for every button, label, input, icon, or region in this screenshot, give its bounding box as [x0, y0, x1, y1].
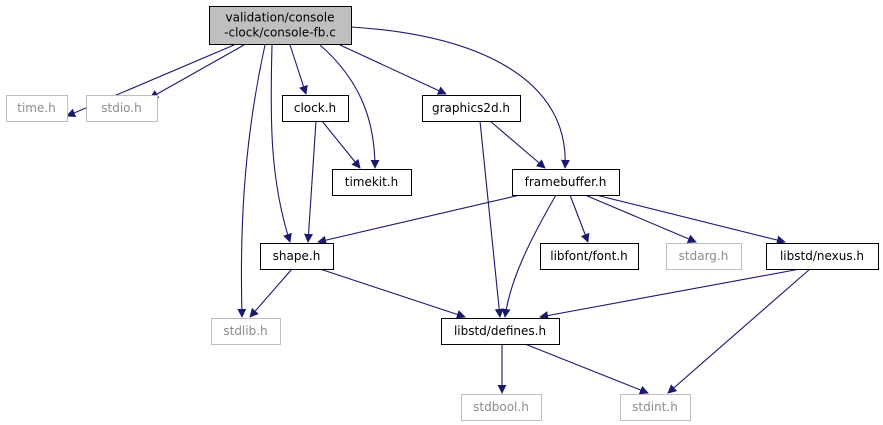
edge-path: [319, 268, 466, 319]
node-box: [422, 95, 521, 122]
node-box: [6, 95, 68, 122]
node-box: [211, 318, 281, 345]
node-box: [86, 95, 158, 122]
edge-path: [249, 268, 293, 318]
edge-path: [339, 44, 447, 95]
edge-path: [584, 194, 697, 243]
edge-shape-to-defines: [319, 268, 466, 319]
edge-framebuffer-to-font: [569, 194, 590, 243]
edge-path: [321, 120, 361, 169]
node-label: shape.h: [273, 249, 321, 263]
node-box: [461, 394, 542, 421]
edge-root-to-graphics2d: [339, 44, 447, 95]
node-box: [766, 243, 879, 270]
node-root[interactable]: validation/console-clock/console-fb.c: [209, 6, 352, 45]
node-label: stdbool.h: [473, 400, 529, 414]
node-box: [512, 169, 620, 196]
edge-path: [304, 120, 317, 243]
edge-path: [595, 194, 786, 245]
node-label: framebuffer.h: [525, 175, 607, 189]
edge-nexus-to-defines: [539, 268, 801, 320]
edge-path: [479, 120, 504, 318]
edge-root-to-framebuffer: [350, 26, 570, 169]
edge-path: [317, 194, 521, 245]
edge-path: [350, 26, 570, 169]
edge-path: [270, 44, 292, 243]
edge-defines-to-stdint: [524, 343, 649, 395]
node-label: libfont/font.h: [550, 249, 628, 263]
edge-clock-to-timekit: [321, 120, 361, 169]
node-box: [620, 394, 691, 421]
node-framebuffer[interactable]: framebuffer.h: [512, 169, 620, 196]
edge-root-to-clock: [289, 44, 308, 95]
edge-path: [501, 194, 557, 318]
node-clock[interactable]: clock.h: [282, 95, 349, 122]
edge-path: [289, 44, 308, 95]
edge-shape-to-stdlib: [249, 268, 293, 318]
node-label: libstd/nexus.h: [780, 249, 864, 263]
edge-framebuffer-to-shape: [317, 194, 521, 245]
node-shape[interactable]: shape.h: [260, 243, 334, 270]
edge-clock-to-shape: [304, 120, 317, 243]
nodes: validation/console-clock/console-fb.c tim…: [6, 6, 879, 421]
edge-framebuffer-to-stdarg: [584, 194, 697, 243]
node-stdlib[interactable]: stdlib.h: [211, 318, 281, 345]
node-stdarg[interactable]: stdarg.h: [666, 243, 742, 270]
node-label: stdlib.h: [223, 324, 267, 338]
node-time[interactable]: time.h: [6, 95, 68, 122]
node-label: stdarg.h: [679, 249, 729, 263]
node-label: stdio.h: [101, 101, 141, 115]
node-label: libstd/defines.h: [454, 324, 546, 338]
edge-framebuffer-to-nexus: [595, 194, 786, 245]
node-label: -clock/console-fb.c: [224, 26, 336, 40]
edge-root-to-shape: [270, 44, 292, 243]
edge-root-to-stdio: [149, 44, 245, 99]
node-box: [260, 243, 334, 270]
node-box: [332, 169, 412, 196]
edge-framebuffer-to-defines: [501, 194, 557, 318]
node-label: graphics2d.h: [432, 101, 510, 115]
node-box: [209, 6, 352, 45]
edge-path: [319, 44, 380, 169]
edge-path: [569, 194, 590, 243]
node-label: timekit.h: [345, 175, 399, 189]
node-box: [666, 243, 742, 270]
node-timekit[interactable]: timekit.h: [332, 169, 412, 196]
edge-path: [237, 44, 266, 318]
edge-root-to-stdlib: [237, 44, 266, 318]
node-stdbool[interactable]: stdbool.h: [461, 394, 542, 421]
node-box: [540, 243, 639, 270]
edge-path: [489, 120, 546, 169]
edges: [66, 26, 811, 395]
edge-root-to-timekit: [319, 44, 380, 169]
edge-path: [524, 343, 649, 395]
node-nexus[interactable]: libstd/nexus.h: [766, 243, 879, 270]
node-label: time.h: [17, 101, 56, 115]
edge-path: [149, 44, 245, 99]
node-graphics2d[interactable]: graphics2d.h: [422, 95, 521, 122]
node-stdio[interactable]: stdio.h: [86, 95, 158, 122]
edge-nexus-to-stdint: [667, 268, 811, 394]
node-stdint[interactable]: stdint.h: [620, 394, 691, 421]
node-label: clock.h: [294, 101, 336, 115]
node-box: [282, 95, 349, 122]
edge-graphics2d-to-defines: [479, 120, 504, 318]
node-label: validation/console: [226, 11, 335, 25]
node-defines[interactable]: libstd/defines.h: [441, 318, 560, 345]
edge-path: [667, 268, 811, 394]
edge-graphics2d-to-framebuffer: [489, 120, 546, 169]
node-box: [441, 318, 560, 345]
edge-path: [539, 268, 801, 320]
node-label: stdint.h: [632, 400, 678, 414]
node-font[interactable]: libfont/font.h: [540, 243, 639, 270]
